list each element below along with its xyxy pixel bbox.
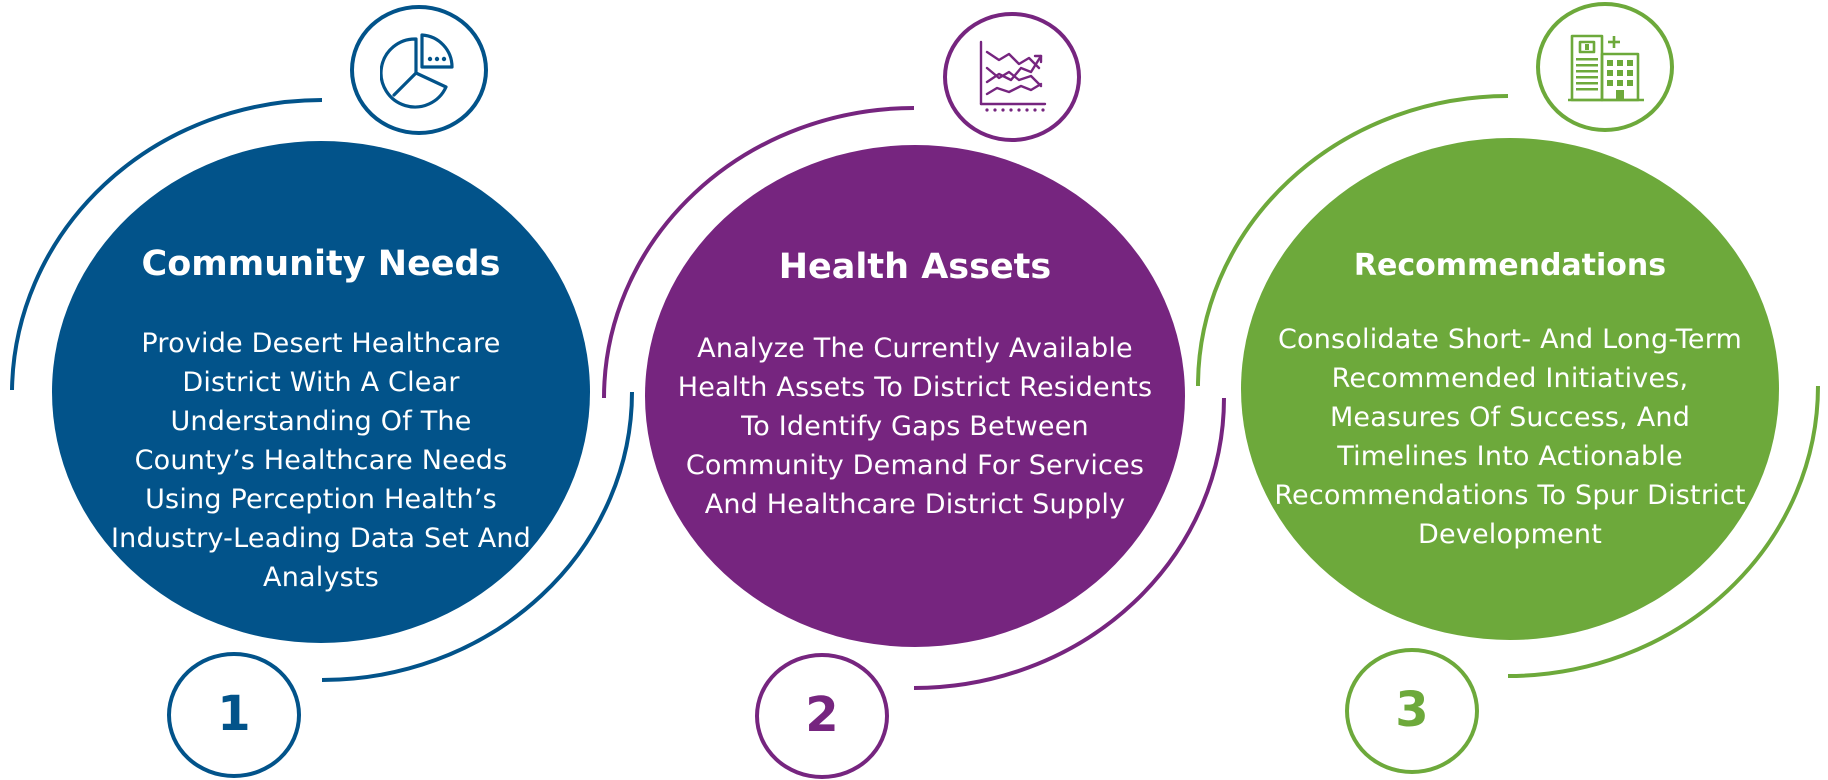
- step-1-circle: Community Needs Provide Desert Healthcar…: [52, 141, 590, 643]
- step-1-number: 1: [217, 686, 251, 742]
- step-1-icon-circle: [350, 5, 488, 135]
- step-2-description: Analyze The Currently Available Health A…: [677, 333, 1153, 520]
- step-2-circle: Health Assets Analyze The Currently Avai…: [645, 145, 1185, 647]
- step-2-title: Health Assets: [778, 247, 1052, 287]
- step-1-description: Provide Desert Healthcare District With …: [111, 328, 532, 593]
- step-2-number-badge: 2: [755, 653, 889, 779]
- step-2-upper-arc: [602, 106, 915, 399]
- step-1-lower-arc: [321, 391, 634, 682]
- step-1-number-badge: 1: [167, 652, 301, 778]
- step-3-number: 3: [1395, 682, 1429, 738]
- hospital-building-icon: [1568, 34, 1644, 102]
- step-3-number-badge: 3: [1345, 648, 1479, 774]
- step-1-upper-arc: [10, 98, 323, 391]
- step-1-title: Community Needs: [141, 244, 501, 284]
- step-2-number: 2: [805, 687, 839, 743]
- step-3-title: Recommendations: [1353, 248, 1667, 283]
- step-3-lower-arc: [1507, 385, 1820, 678]
- step-3-circle: Recommendations Consolidate Short- And L…: [1241, 138, 1779, 640]
- trend-chart-icon: [979, 40, 1047, 112]
- step-3-icon-circle: [1536, 2, 1674, 132]
- pie-chart-icon: [380, 33, 454, 109]
- step-3-description: Consolidate Short- And Long-Term Recomme…: [1274, 324, 1746, 550]
- step-2-lower-arc: [913, 397, 1226, 690]
- step-2-icon-circle: [943, 12, 1081, 142]
- step-3-upper-arc: [1196, 94, 1509, 387]
